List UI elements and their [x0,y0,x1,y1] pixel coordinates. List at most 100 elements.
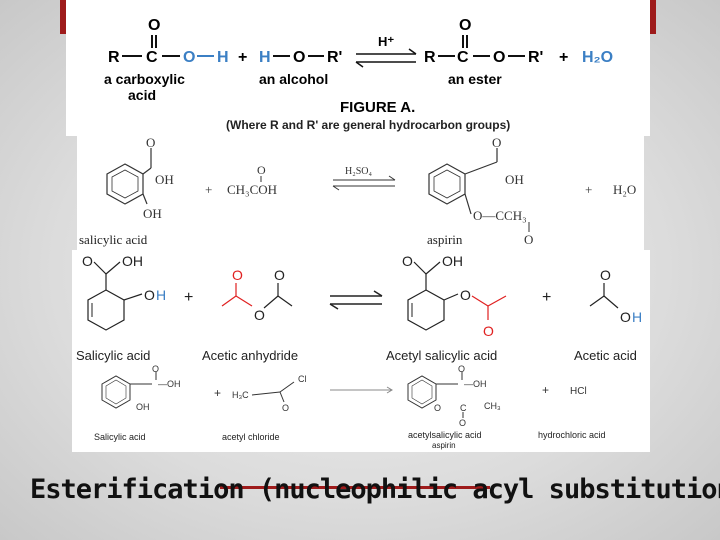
sal-ring-oh-o: O [144,287,155,303]
reverse-arrow-head [329,303,339,310]
sal-ring [87,289,125,331]
asp-oh: OH [505,172,524,187]
alcohol-o: O [293,49,305,66]
plus-2: + [542,289,551,306]
acetylsalicylic-acid-label: acetylsalicylic acid [408,430,482,440]
salicylic-acid-label: Salicylic acid [76,348,150,363]
prod-ring [407,289,445,331]
sal-oh-bottom: OH [143,206,162,221]
acetic-acid-o: O [257,163,266,177]
prod-bond-a [413,261,427,275]
hcl: HCl [570,386,587,397]
chl-cl: Cl [298,374,307,384]
acid-r: R [108,49,120,66]
plus-1: + [238,49,247,66]
plus-1: + [184,289,193,306]
reaction-2-panel: O OH OH salicylic acid + O CH₃COH H₂SO₄ … [77,135,644,250]
acetic-bond-2 [603,295,619,309]
prod-oh: OH [442,253,463,269]
chl-bond-1 [251,391,281,396]
reaction-3-panel: O OH O H Salicylic acid + O O O Acetic a… [72,250,650,368]
forward-arrow-head [373,290,383,297]
reaction-2-diagram: O OH OH salicylic acid + O CH₃COH H₂SO₄ … [79,135,636,247]
reaction-arrow-head [386,386,393,394]
salicylic-ring-inner [111,169,139,199]
prod-o: O [402,253,413,269]
prod-o2: O [460,287,471,303]
anh-o2: O [254,307,265,323]
acid-o: O [183,49,195,66]
sal-oh: OH [136,402,150,412]
sal-bond-cooh [142,167,152,175]
ester-o: O [493,49,505,66]
sal-carbonyl-o: O [146,135,155,150]
prod-bond-b [425,261,441,275]
anh-bond-2 [235,295,253,307]
prod-o2: O [434,403,441,413]
asp-bond-ester [464,193,472,215]
sal-bond-oh [123,293,143,301]
asp-o-top: O [492,135,501,150]
aspirin-label: aspirin [432,441,456,450]
sal-ring-inner [105,379,127,405]
sal-o: O [82,253,93,269]
sal-ring-oh-h: H [156,287,166,303]
title-bar: Esterification (nucleophilic acyl substi… [30,474,720,518]
water: H₂O [613,182,636,197]
sal-oh-top: OH [155,172,174,187]
reaction-4-diagram: O —OH OH Salicylic acid + H₃C Cl O acety… [94,364,606,450]
plus-1: + [214,386,221,400]
sal-o: O [152,364,159,374]
chl-dbl [279,391,285,403]
sal-cooh: —OH [158,379,181,389]
prod-c: C [460,403,467,413]
figure-caption-note: (Where R and R' are general hydrocarbon … [226,118,510,132]
figure-a-panel: O R C O H a carboxylic acid + H O R' an … [66,8,650,136]
reverse-arrow-head [332,185,340,191]
acetic-anhydride-label: Acetic anhydride [202,348,298,363]
acid-c: C [146,49,158,66]
prod-bond-red-2 [487,295,507,307]
reaction-4-panel: O —OH OH Salicylic acid + H₃C Cl O acety… [72,364,650,452]
anh-bond-1 [221,295,237,307]
sal-bond-b [105,261,121,275]
reverse-arrow-head [355,61,364,68]
acid-label-1: a carboxylic [104,71,185,87]
acid-carbonyl-o: O [148,17,160,34]
prod-o3: O [483,323,494,339]
prod-cooh: —OH [464,379,487,389]
chl-bond-2 [279,381,295,393]
salicylic-acid-label: Salicylic acid [94,432,146,442]
anh-o1: O [232,267,243,283]
figure-a-diagram: O R C O H a carboxylic acid + H O R' an … [104,17,613,132]
ester-c: C [457,49,469,66]
prod-o3: O [459,418,466,428]
reaction-3-diagram: O OH O H Salicylic acid + O O O Acetic a… [76,253,642,363]
chl-h3c: H₃C [232,390,249,400]
prod-o: O [458,364,465,374]
slide-title: Esterification (nucleophilic acyl substi… [30,474,720,505]
acetic-oh-o: O [620,309,631,325]
asp-bond-cooh [464,161,498,175]
asp-occh3: O—CCH₃ [473,208,527,223]
acetic-acid-label: Acetic acid [574,348,637,363]
acetic-acid: CH₃COH [227,182,277,197]
plus-2: + [585,182,592,197]
sal-ring [101,375,131,409]
prod-ring [407,375,437,409]
plus-1: + [205,182,212,197]
anh-bond-4 [277,295,293,307]
sal-bond-a [93,261,107,275]
alcohol-h: H [259,49,271,66]
alcohol-label: an alcohol [259,71,328,87]
acid-label-2: acid [128,87,156,103]
catalyst-h2so4: H₂SO₄ [345,166,372,177]
asp-o-bottom: O [524,232,533,247]
sal-oh: OH [122,253,143,269]
chl-o: O [282,403,289,413]
aspirin-ring-inner [433,169,461,199]
sal-bond-oh [142,193,148,205]
acetic-oh-h: H [632,309,642,325]
alcohol-r: R' [327,49,342,66]
catalyst-label: H⁺ [378,34,394,49]
